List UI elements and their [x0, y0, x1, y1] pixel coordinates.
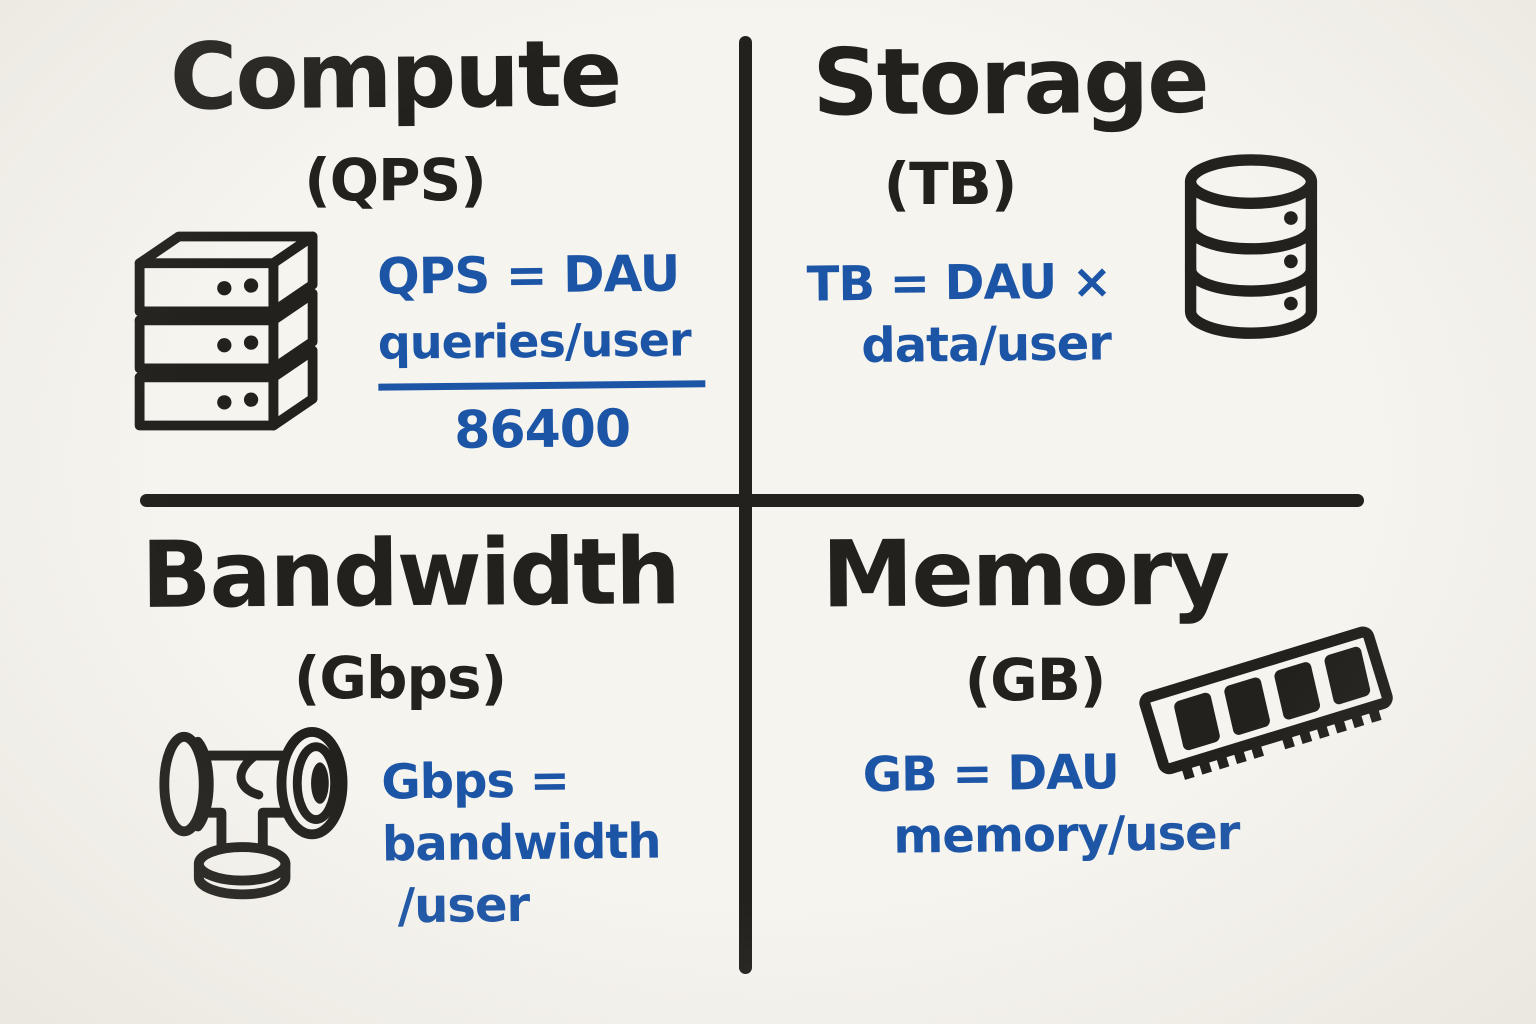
bandwidth-quadrant: Bandwidth (Gbps) Gbps = ban: [0, 494, 745, 1024]
compute-formula-line1: QPS = DAU: [376, 244, 680, 306]
storage-unit: (TB): [883, 150, 1018, 218]
compute-formula-denominator: 86400: [453, 399, 631, 461]
storage-formula: TB = DAU × data/user: [806, 250, 1112, 377]
memory-unit: (GB): [964, 646, 1107, 714]
storage-title: Storage: [812, 26, 1208, 137]
bandwidth-formula-line1: Gbps =: [381, 752, 570, 811]
compute-formula-fraction: queries/user 86400: [377, 308, 706, 462]
memory-quadrant: Memory (GB): [745, 494, 1536, 1024]
bandwidth-title: Bandwidth: [140, 518, 680, 629]
storage-formula-line2: data/user: [861, 315, 1112, 375]
memory-formula-line1: GB = DAU: [862, 744, 1120, 803]
compute-formula: QPS = DAU queries/user 86400: [377, 242, 706, 462]
compute-unit: (QPS): [304, 146, 487, 214]
database-icon: [1170, 152, 1332, 348]
memory-formula-line2: memory/user: [893, 805, 1240, 865]
horizontal-divider-line: [140, 494, 1364, 507]
compute-formula-numerator: queries/user: [377, 308, 706, 391]
storage-formula-line1: TB = DAU ×: [806, 253, 1112, 313]
server-stack-icon: [120, 224, 334, 438]
bandwidth-formula-line2: bandwidth: [381, 813, 661, 873]
compute-title: Compute: [169, 20, 621, 131]
compute-quadrant: Compute (QPS): [0, 0, 745, 494]
pipe-icon: [136, 726, 364, 918]
memory-formula: GB = DAU memory/user: [862, 740, 1239, 868]
bandwidth-formula: Gbps = bandwidth /user: [381, 749, 661, 938]
bandwidth-formula-line3: /user: [397, 876, 530, 935]
storage-quadrant: Storage (TB) TB = DAU × data/user: [745, 0, 1536, 494]
bandwidth-unit: (Gbps): [293, 644, 507, 712]
ram-icon: [1138, 604, 1400, 816]
